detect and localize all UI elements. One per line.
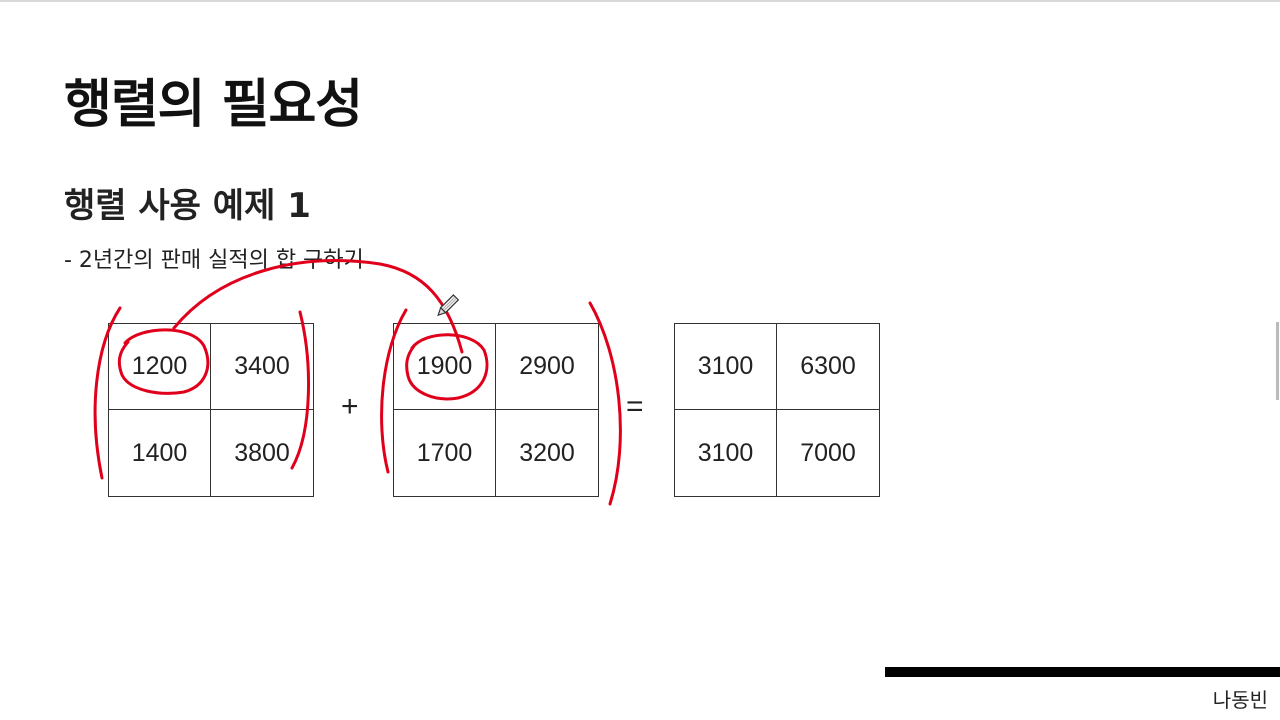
author-name: 나동빈: [1212, 688, 1268, 712]
matrix-result-cell: 6300: [777, 324, 879, 410]
matrix-b: 1900 2900 1700 3200: [393, 323, 599, 497]
matrix-a-cell: 1400: [109, 410, 211, 496]
equals-operator: =: [626, 390, 644, 423]
slide-subtitle: 행렬 사용 예제 1: [64, 186, 311, 226]
pencil-cursor-icon: [437, 294, 460, 317]
matrix-a: 1200 3400 1400 3800: [108, 323, 314, 497]
scrollbar-indicator: [1276, 322, 1279, 400]
matrix-b-cell: 3200: [519, 438, 575, 467]
slide-description: - 2년간의 판매 실적의 합 구하기: [64, 248, 364, 273]
top-border: [0, 0, 1280, 2]
matrix-b-cell: 1900: [394, 324, 496, 410]
matrix-a-cell: 3800: [234, 438, 290, 467]
matrix-result-cell: 3100: [675, 410, 777, 496]
matrix-a-cell: 3400: [211, 324, 313, 410]
matrix-b-cell: 1700: [394, 410, 496, 496]
slide-title: 행렬의 필요성: [64, 75, 363, 135]
matrix-a-cell: 1200: [109, 324, 211, 410]
footer-bar: [885, 667, 1280, 677]
matrix-b-cell: 2900: [496, 324, 598, 410]
matrix-result-cell: 3100: [675, 324, 777, 410]
plus-operator: +: [341, 390, 359, 423]
matrix-result: 3100 6300 3100 7000: [674, 323, 880, 497]
matrix-result-cell: 7000: [800, 438, 856, 467]
